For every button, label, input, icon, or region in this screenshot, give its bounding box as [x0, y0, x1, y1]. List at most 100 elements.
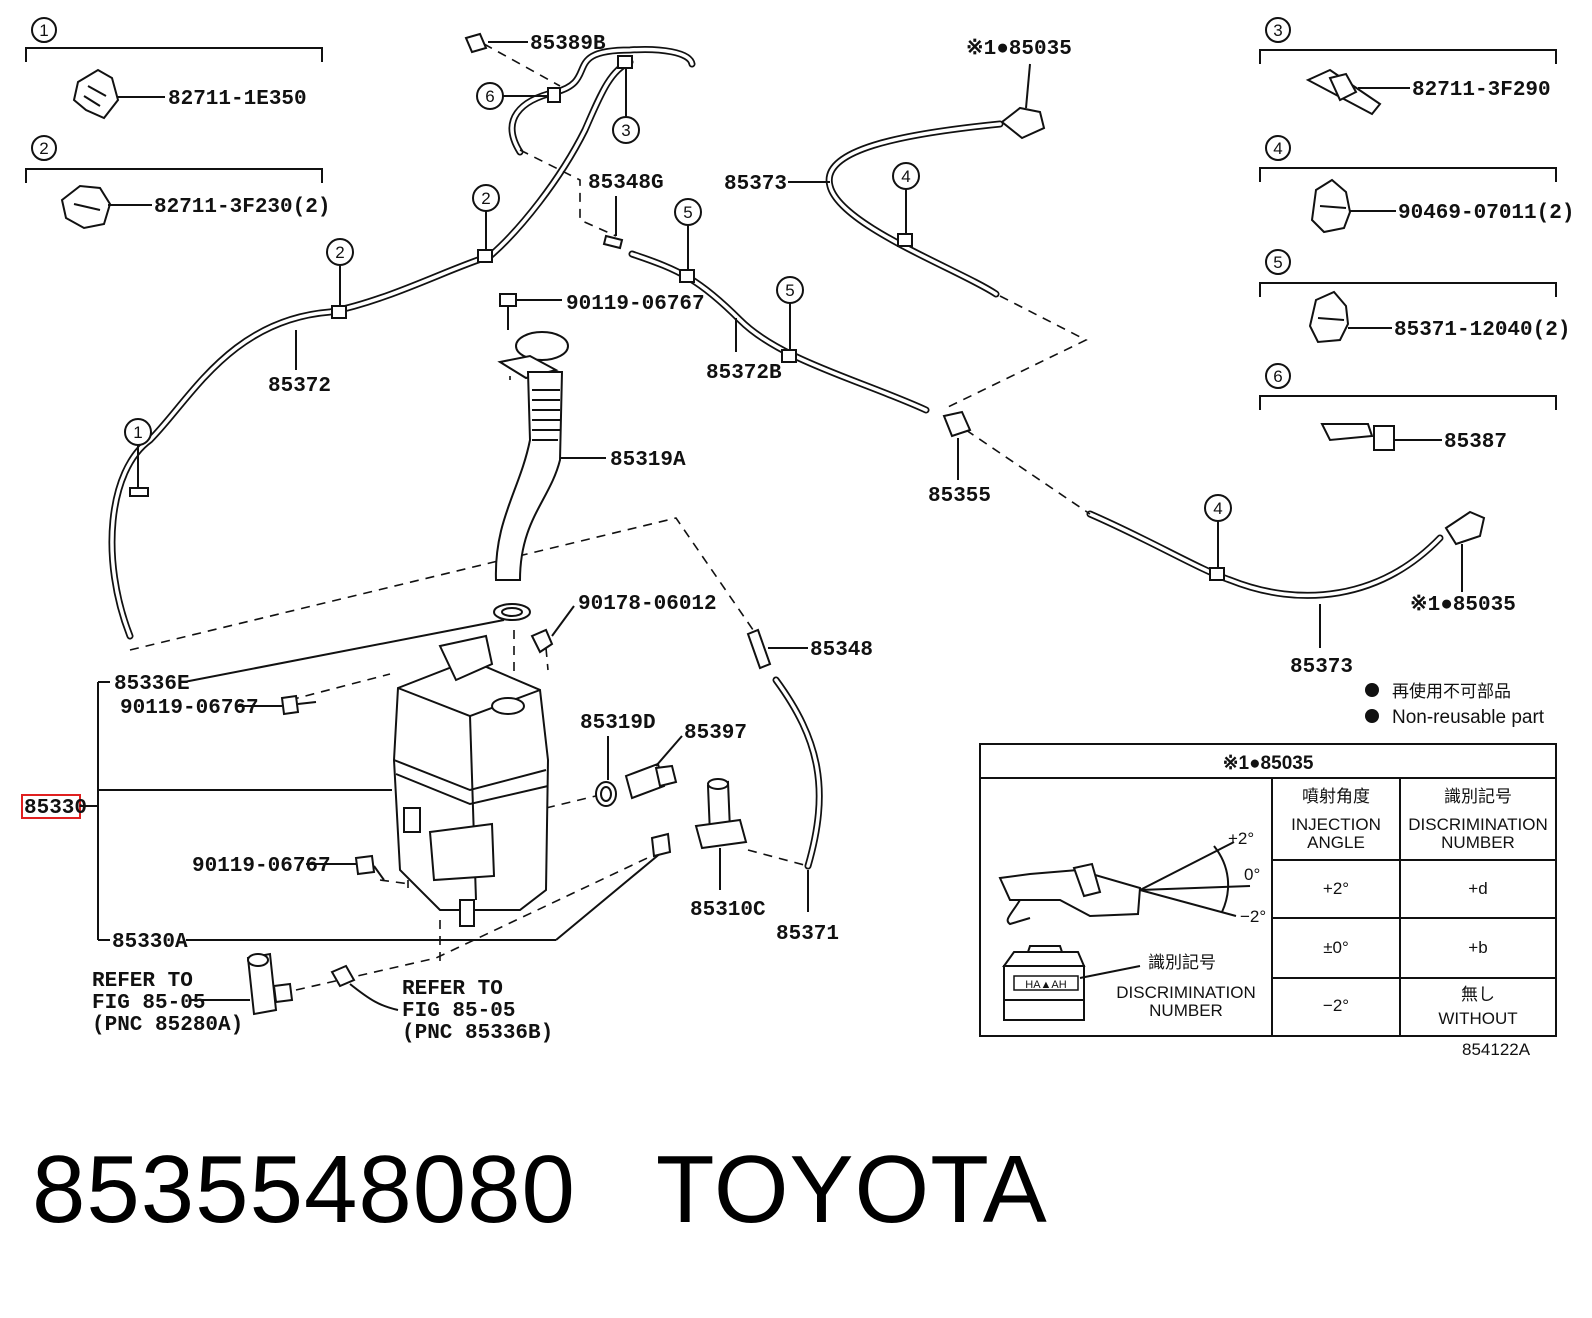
label-90119-left: 90119-06767 [120, 697, 259, 720]
label-85319A: 85319A [610, 449, 686, 472]
grommet-85355 [942, 410, 972, 480]
hose-85373-upper [825, 120, 1004, 298]
ref-left-line1: REFER TO [92, 970, 193, 993]
svg-text:2: 2 [39, 139, 48, 158]
footer-title: 8535548080 TOYOTA [32, 1135, 1048, 1245]
bolt-90119-left [236, 694, 317, 716]
hose-85372 [108, 58, 634, 640]
row2-angle: ±0° [1323, 938, 1349, 957]
row3-angle: −2° [1323, 996, 1349, 1015]
marker-5b: 5 [785, 281, 794, 300]
callout-legend-left: 1 82711-1E350 2 82711-3F230(2) [25, 17, 330, 230]
sensor-85397 [624, 735, 683, 800]
svg-text:1: 1 [39, 21, 48, 40]
inlet-85319A [494, 331, 606, 581]
svg-text:4: 4 [1273, 139, 1282, 158]
marker-4b: 4 [1213, 499, 1222, 518]
ref-right-line2: FIG 85-05 [402, 1000, 515, 1023]
header-disc-jp: 識別記号 [1444, 787, 1512, 806]
nozzle-spray-illustration: +2° 0° −2° [998, 829, 1266, 926]
hose-upper-loop [508, 46, 696, 156]
svg-text:85371-12040(2): 85371-12040(2) [1394, 319, 1570, 342]
marker-6: 6 [485, 87, 494, 106]
row3-disc-en: WITHOUT [1438, 1009, 1517, 1028]
clip-85387-icon [1320, 423, 1395, 451]
clip-82711-3F230-icon [60, 184, 112, 230]
label-85035-upper: ※1●85035 [966, 37, 1072, 61]
cap-85389B [464, 32, 528, 54]
assembly-bracket [80, 619, 663, 941]
grommet-small [650, 832, 672, 858]
label-85319D: 85319D [580, 712, 656, 735]
label-85373-lower: 85373 [1290, 656, 1353, 679]
label-85336E: 85336E [114, 673, 190, 696]
svg-text:3: 3 [1273, 21, 1282, 40]
label-85330-highlighted: 85330 [21, 794, 87, 820]
table-title: ※1●85035 [1223, 753, 1314, 774]
angle-minus2: −2° [1240, 907, 1266, 926]
nozzle-85035-upper [1000, 63, 1046, 140]
brand-name: TOYOTA [655, 1136, 1048, 1243]
ref-right-line3: (PNC 85336B) [402, 1022, 553, 1045]
clip-82711-1E350-icon [72, 68, 120, 120]
connector-85348 [746, 628, 808, 670]
fig-label-jp: 識別記号 [1148, 953, 1216, 972]
header-angle-jp: 噴射角度 [1302, 787, 1370, 806]
discrimination-mark-illustration: HA▲AH 識別記号 DISCRIMINATION NUMBER [1002, 945, 1256, 1021]
label-85372B: 85372B [706, 362, 782, 385]
row3-disc-jp: 無し [1461, 985, 1495, 1004]
svg-text:82711-3F230(2): 82711-3F230(2) [154, 196, 330, 219]
marker-3: 3 [621, 121, 630, 140]
label-85371: 85371 [776, 923, 839, 946]
row2-disc: +b [1468, 938, 1487, 957]
marker-4a: 4 [901, 167, 910, 186]
ref-right-line1: REFER TO [402, 978, 503, 1001]
label-90119-lower: 90119-06767 [192, 855, 331, 878]
nut-90178 [530, 605, 575, 654]
disc-stamp: HA▲AH [1025, 979, 1067, 991]
bolt-90119-top [499, 293, 562, 330]
clip-90469-07011-icon [1310, 178, 1352, 234]
hose-85372B [628, 250, 930, 414]
svg-text:Non-reusable part: Non-reusable part [1392, 707, 1545, 728]
header-disc-en1: DISCRIMINATION [1408, 815, 1547, 834]
label-90119-top: 90119-06767 [566, 293, 705, 316]
ref-left-line3: (PNC 85280A) [92, 1014, 243, 1037]
svg-text:5: 5 [1273, 253, 1282, 272]
joint-85348G [602, 196, 624, 250]
label-85355: 85355 [928, 485, 991, 508]
hose-85348 [772, 676, 823, 870]
pump-85310C [694, 778, 748, 890]
figure-code: 854122A [1462, 1040, 1531, 1059]
svg-text:82711-1E350: 82711-1E350 [168, 88, 307, 111]
header-angle-en1: INJECTION [1291, 815, 1381, 834]
label-85348: 85348 [810, 639, 873, 662]
row1-angle: +2° [1323, 879, 1349, 898]
clamp-markers: 1 2 2 3 6 5 5 4 4 [124, 55, 1232, 581]
marker-2b: 2 [481, 189, 490, 208]
gasket-85319D [595, 736, 617, 807]
svg-text:82711-3F290: 82711-3F290 [1412, 79, 1551, 102]
label-85310C: 85310C [690, 899, 766, 922]
bolt-90119-lower [306, 854, 385, 881]
part-number: 8535548080 [32, 1136, 576, 1243]
label-85348G: 85348G [588, 172, 664, 195]
marker-1: 1 [133, 423, 142, 442]
marker-5a: 5 [683, 203, 692, 222]
svg-text:85387: 85387 [1444, 431, 1507, 454]
label-85035-lower: ※1●85035 [1410, 593, 1516, 617]
svg-text:90469-07011(2): 90469-07011(2) [1398, 202, 1574, 225]
non-reusable-legend: 再使用不可部品 Non-reusable part [1365, 681, 1545, 728]
label-85330A: 85330A [112, 931, 188, 954]
label-90178: 90178-06012 [578, 593, 717, 616]
angle-zero: 0° [1244, 865, 1260, 884]
label-85397: 85397 [684, 722, 747, 745]
pump-85280A-ref [190, 952, 294, 1016]
row1-disc: +d [1468, 879, 1487, 898]
svg-text:6: 6 [1273, 367, 1282, 386]
ref-left-line2: FIG 85-05 [92, 992, 205, 1015]
label-85389B: 85389B [530, 33, 606, 56]
grommet-85336B-ref [330, 964, 399, 1011]
dashed-connection-lines [129, 43, 1091, 991]
